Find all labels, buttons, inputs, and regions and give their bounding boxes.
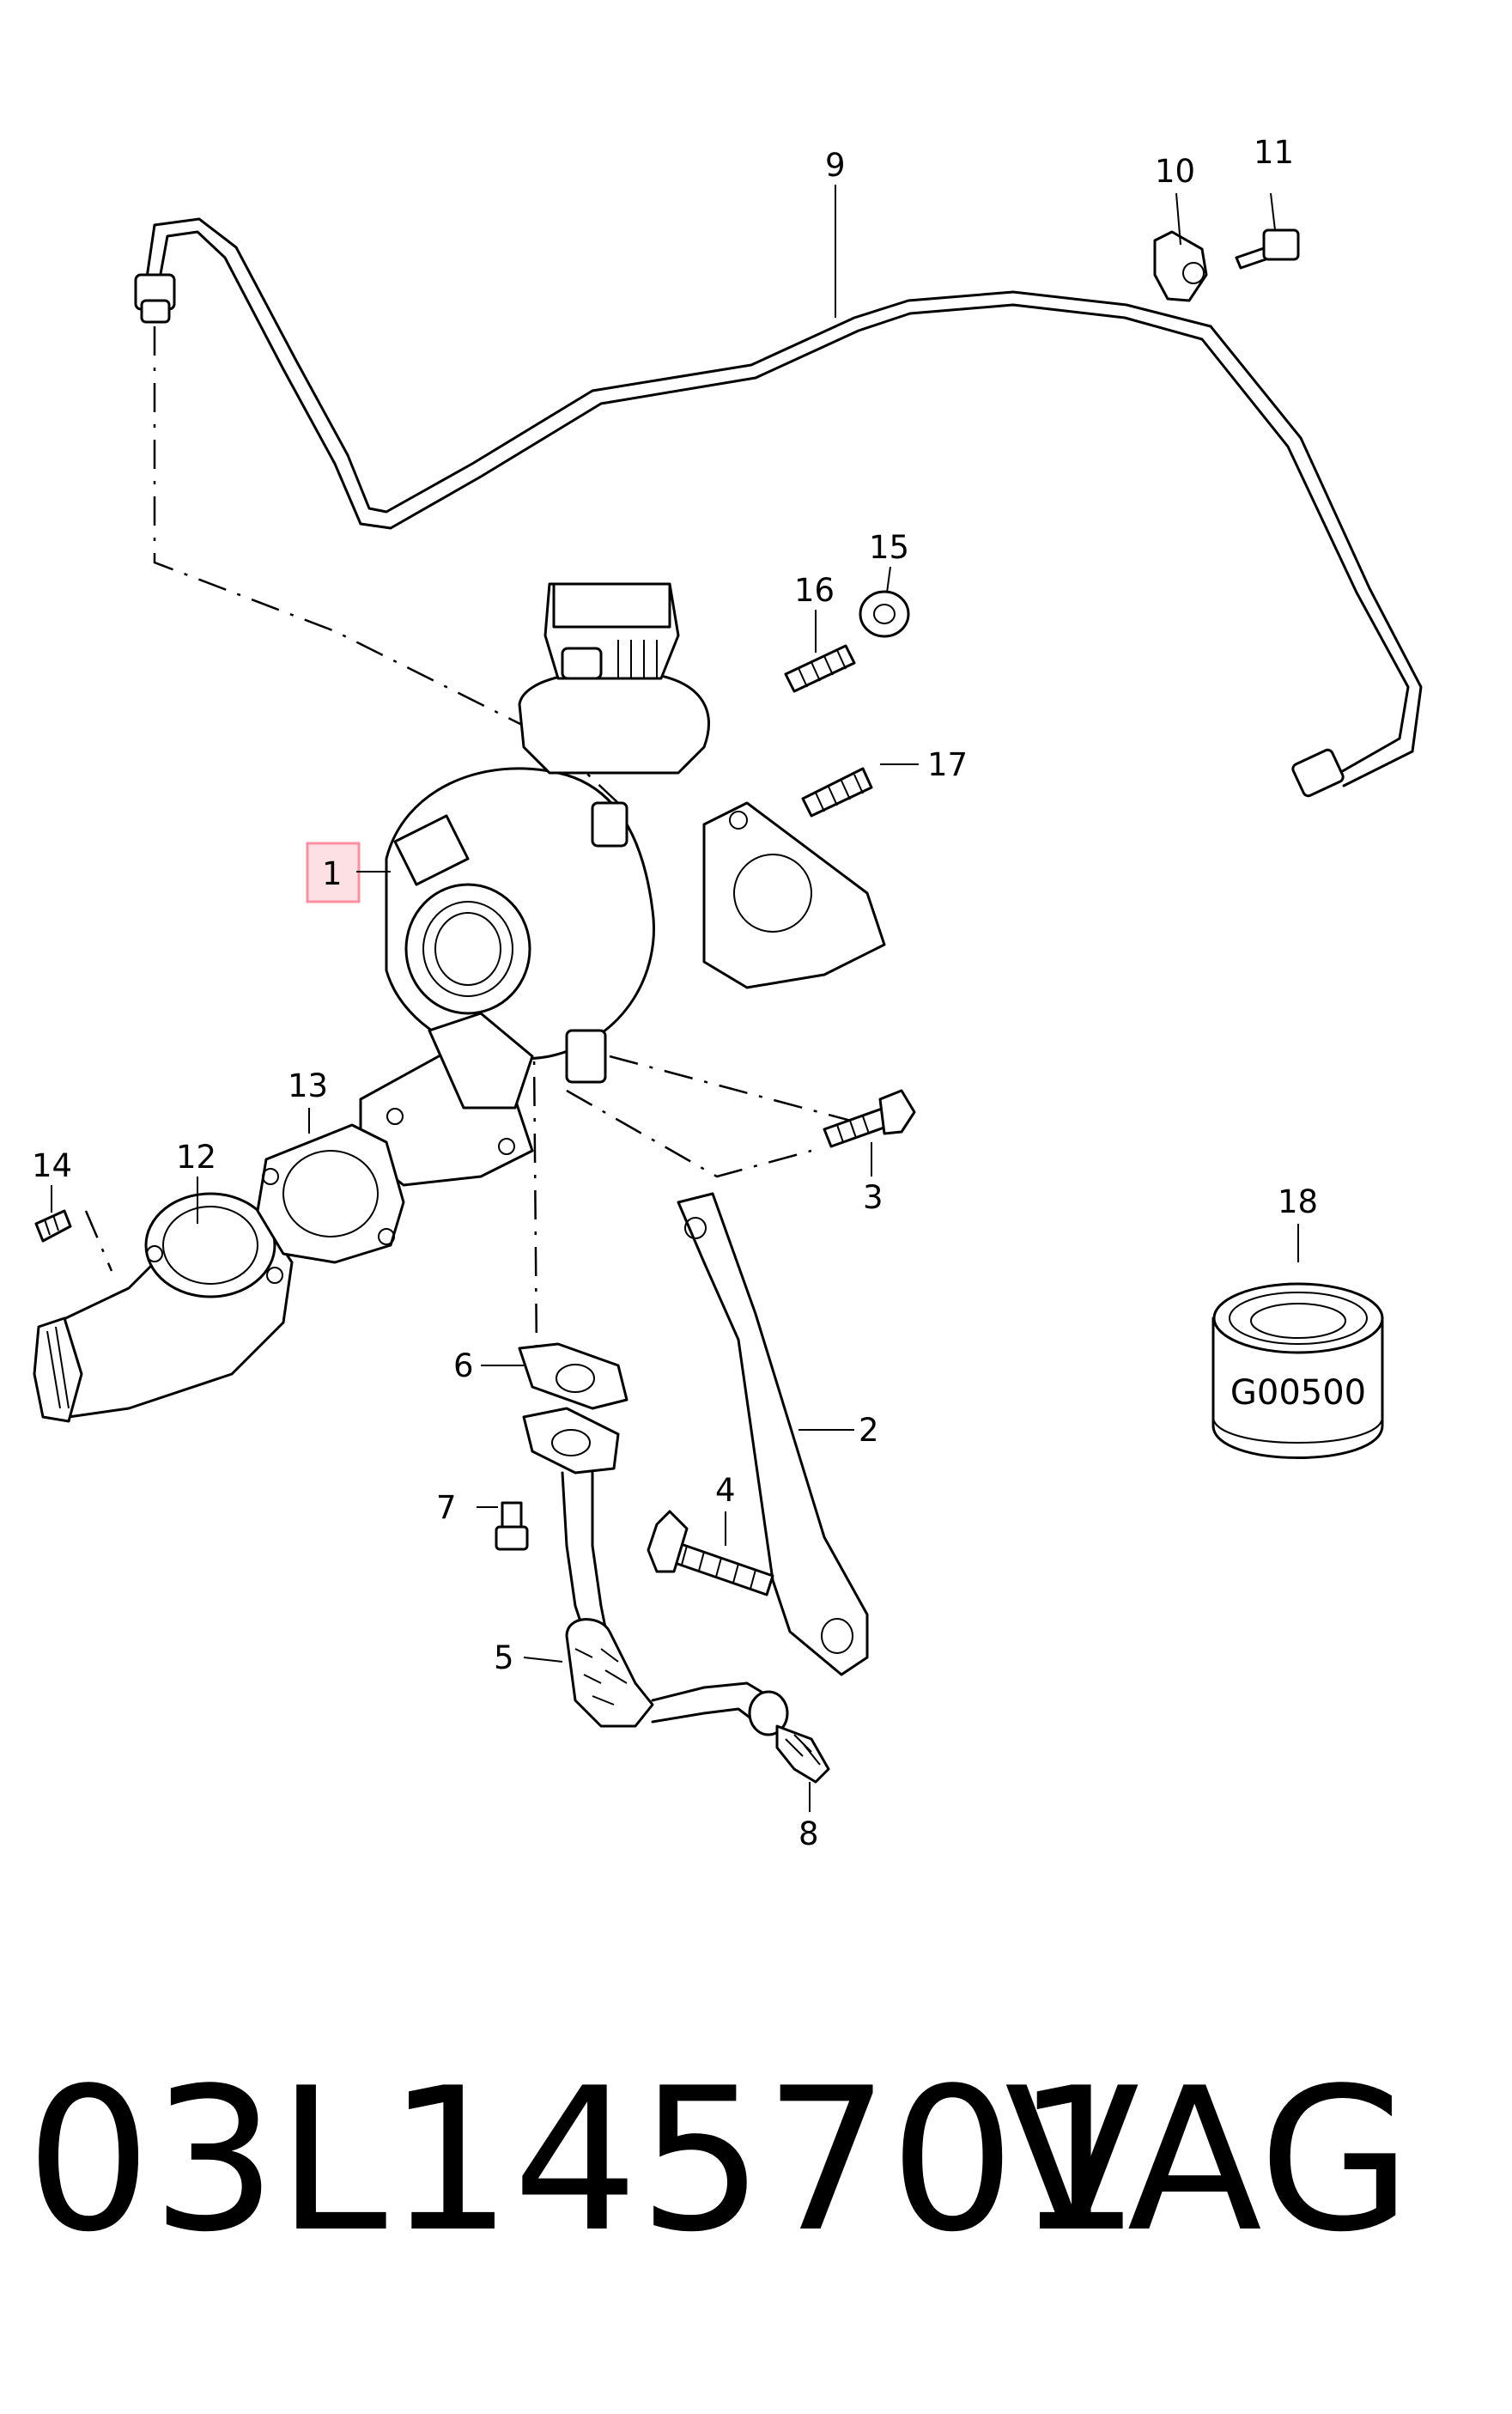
callout-10: 10 <box>1155 153 1195 190</box>
callout-6: 6 <box>453 1347 474 1384</box>
bolt-bracket <box>647 1510 774 1596</box>
bolt-support <box>823 1089 916 1148</box>
exhaust-stud <box>34 1209 72 1243</box>
callout-9: 9 <box>825 147 846 184</box>
callout-7: 7 <box>436 1489 457 1526</box>
turbocharger <box>359 582 886 1187</box>
callout-5: 5 <box>494 1639 514 1676</box>
stud-flange <box>801 767 873 818</box>
callout-17: 17 <box>927 746 968 783</box>
callout-12: 12 <box>176 1139 216 1176</box>
filter-label: G00500 <box>1230 1373 1366 1413</box>
nut <box>859 590 910 638</box>
oil-return-pipe <box>522 1407 789 1736</box>
exhaust-pipe <box>33 1192 294 1423</box>
banjo-bolt <box>775 1724 830 1784</box>
callout-numbers: 1 2 3 4 5 6 7 8 9 10 11 12 13 14 15 16 1… <box>32 134 1318 1852</box>
oil-return-gasket <box>518 1342 628 1410</box>
callout-13: 13 <box>288 1067 328 1104</box>
callout-16: 16 <box>794 572 835 609</box>
callout-4: 4 <box>715 1472 736 1509</box>
oil-filter: G00500 <box>1211 1282 1384 1459</box>
pipe-fitting-top <box>134 273 176 324</box>
part-number: 03L145701 <box>26 2046 1141 2276</box>
leader-lines <box>51 185 1299 1812</box>
exhaust-gasket <box>256 1123 405 1264</box>
support-bracket <box>677 1192 869 1676</box>
callout-11: 11 <box>1254 134 1294 171</box>
brand-name: VAG <box>1005 2046 1412 2276</box>
callout-1: 1 <box>322 855 343 892</box>
callout-18: 18 <box>1278 1183 1318 1220</box>
stud-upper <box>784 644 856 693</box>
callout-14: 14 <box>32 1147 72 1184</box>
clip-bolt <box>1235 228 1300 270</box>
bolt-gasket <box>495 1501 529 1551</box>
callout-8: 8 <box>799 1815 819 1852</box>
callout-15: 15 <box>869 529 909 566</box>
callout-2: 2 <box>859 1412 879 1449</box>
pipe-clip <box>1153 230 1208 302</box>
callout-3: 3 <box>863 1179 884 1216</box>
pipe-fitting-end <box>1291 748 1345 798</box>
oil-supply-pipe <box>134 217 1423 798</box>
selected-part-highlight <box>306 842 361 903</box>
